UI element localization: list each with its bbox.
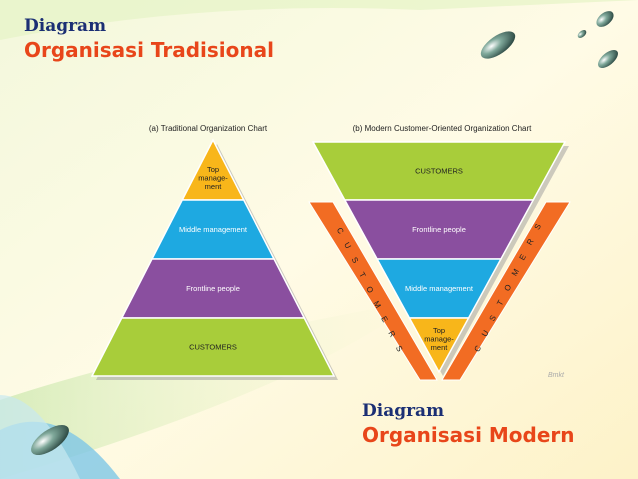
customers-side-letter: M	[371, 299, 382, 310]
customers-side-letter: T	[495, 299, 505, 308]
inverted-pyramid-level-label: ment	[431, 343, 449, 352]
customers-side-letter: O	[502, 283, 513, 293]
water-drop-icon	[31, 424, 69, 456]
customers-side-letter: U	[480, 329, 491, 339]
inverted-pyramid-level-label: CUSTOMERS	[415, 167, 463, 176]
customers-side-band-left	[308, 201, 438, 381]
customers-side-letter: S	[533, 222, 543, 231]
pyramid-level-label: ment	[205, 182, 223, 191]
watermark: Bmkt	[548, 372, 564, 379]
water-drop-icon	[480, 31, 516, 59]
inverted-pyramid-level-label: Frontline people	[412, 225, 466, 234]
inverted-pyramid-level-label: Middle management	[405, 284, 474, 293]
customers-side-letter: R	[386, 329, 397, 339]
pyramid-level-label: CUSTOMERS	[189, 343, 237, 352]
water-drop-icon	[577, 30, 587, 38]
pyramid-level	[90, 317, 336, 377]
customers-side-letter: E	[379, 315, 389, 324]
footer-line1: Diagram	[362, 401, 445, 421]
pyramid-level-label: manage-	[198, 174, 228, 183]
inverted-pyramid-level-label: Top	[433, 326, 445, 335]
customers-side-letter: R	[525, 237, 536, 247]
traditional-caption: (a) Traditional Organization Chart	[149, 124, 268, 133]
customers-side-letter: M	[510, 267, 521, 278]
pyramid-level-label: Frontline people	[186, 284, 240, 293]
water-drop-icon	[598, 50, 618, 68]
inverted-pyramid-level	[408, 317, 470, 374]
customers-side-letter: S	[350, 256, 360, 265]
customers-side-letter: C	[472, 344, 483, 354]
customers-side-letter: S	[394, 344, 404, 353]
pyramid-level-label: Middle management	[179, 225, 248, 234]
customers-side-letter: U	[342, 241, 353, 251]
footer-line2: Organisasi Modern	[362, 423, 575, 447]
water-drop-icon	[596, 11, 614, 27]
pyramid-level-label: Top	[207, 165, 219, 174]
header-line1: Diagram	[24, 16, 107, 36]
customers-side-letter: O	[364, 285, 375, 295]
customers-side-letter: S	[488, 314, 498, 323]
inverted-pyramid-level-label: manage-	[424, 335, 454, 344]
header-line2: Organisasi Tradisional	[24, 38, 274, 62]
modern-caption: (b) Modern Customer-Oriented Organizatio…	[353, 124, 533, 133]
customers-side-letter: T	[357, 271, 367, 280]
customers-side-band-right	[441, 201, 571, 381]
customers-side-letter: C	[335, 226, 346, 236]
customers-side-letter: E	[518, 253, 528, 262]
